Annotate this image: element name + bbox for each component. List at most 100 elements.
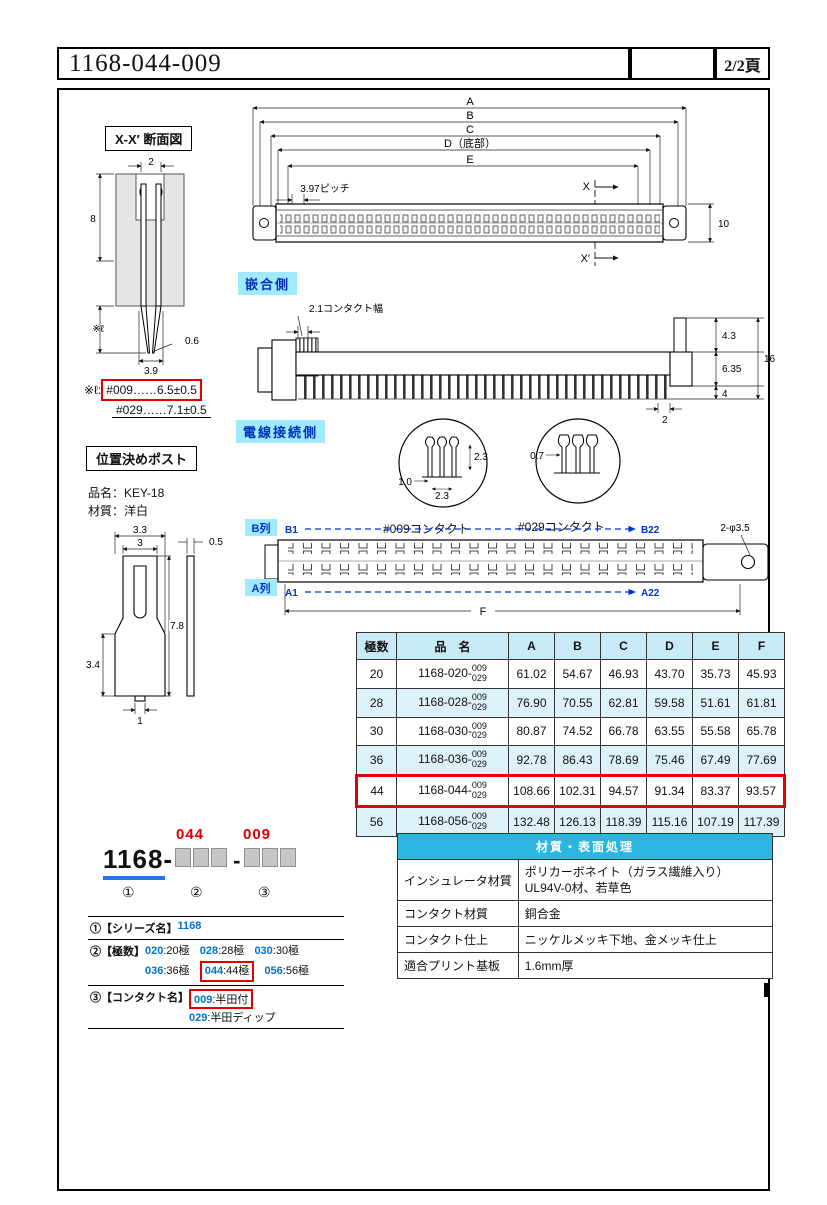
cell: 20 bbox=[356, 659, 397, 689]
contact-code: 009 bbox=[194, 994, 213, 1007]
dim-05-label: 0.5 bbox=[209, 537, 223, 548]
part-name: 1168-028- bbox=[418, 694, 472, 709]
page-title-part-number: 1168-044-009 bbox=[69, 49, 222, 77]
material-value: ニッケルメッキ下地、金メッキ仕上 bbox=[517, 926, 774, 954]
suffix-bottom: 029 bbox=[471, 730, 487, 741]
pole-code: 028 bbox=[199, 945, 219, 957]
cell: 65.78 bbox=[738, 716, 785, 747]
dim-d-label: D（底部） bbox=[444, 136, 496, 150]
material-value: 1.6mm厚 bbox=[517, 952, 774, 980]
suffix-bottom: 029 bbox=[471, 672, 487, 683]
material-label: インシュレータ材質 bbox=[397, 858, 519, 902]
cross-section-dim-lines bbox=[96, 162, 174, 365]
cell: 61.81 bbox=[738, 687, 785, 718]
dim-c-label: C bbox=[466, 124, 474, 136]
contact-029-label: #029コンタクト bbox=[518, 520, 605, 534]
col-header-poles: 極数 bbox=[356, 632, 397, 660]
material-value: ポリカーボネイト（ガラス繊維入り）UL94V-0材、若草色 bbox=[517, 858, 774, 902]
cross-section-drawing: 2 8 ※ℓ 0.6 3.9 bbox=[90, 157, 199, 376]
cell: 55.58 bbox=[692, 716, 739, 747]
contact-code: 029 bbox=[189, 1012, 208, 1025]
col-header-e: E bbox=[692, 632, 739, 660]
builder-base-text: 1168- bbox=[103, 844, 174, 874]
pole-item-highlighted: 044:44極 bbox=[199, 960, 255, 983]
length-note-009-row: ※ℓ:#009……6.5±0.5 bbox=[84, 379, 202, 401]
cell: 75.46 bbox=[646, 745, 693, 777]
c029-dim-label: 0.7 bbox=[530, 451, 544, 462]
top-view-dim-lines bbox=[252, 106, 714, 243]
suffix-bottom: 029 bbox=[471, 759, 487, 770]
dim-leg-width-label: 3.9 bbox=[144, 366, 158, 376]
dim-34-label: 3.4 bbox=[86, 660, 100, 671]
dim-43-label: 4.3 bbox=[722, 331, 736, 342]
row-b-label: B列 bbox=[252, 521, 271, 535]
legend-poles-row: ②【極数】 020:20極 028:28極 030:30極 036:36極 04… bbox=[88, 940, 344, 987]
col-header-a: A bbox=[508, 632, 555, 660]
cell: 44 bbox=[355, 774, 397, 808]
legend-contact-row: ③【コンタクト名】 009:半田付 029:半田ディップ bbox=[88, 986, 344, 1028]
material-row-contact-finish: コンタクト仕上 ニッケルメッキ下地、金メッキ仕上 bbox=[397, 926, 774, 954]
dim-33-label: 3.3 bbox=[133, 525, 147, 536]
cell: 70.55 bbox=[554, 687, 601, 718]
side-view-dim-lines bbox=[286, 316, 764, 413]
cell: 66.78 bbox=[600, 716, 647, 747]
builder-red-poles: 044 bbox=[176, 826, 205, 843]
cell: 80.87 bbox=[508, 716, 555, 747]
contact-detail-drawing: 1.0 2.3 2.3 0.7 bbox=[398, 418, 621, 508]
material-table-title: 材質・表面処理 bbox=[397, 833, 773, 860]
cell: 54.67 bbox=[554, 659, 601, 689]
builder-poles-boxes bbox=[175, 848, 229, 872]
dim-a-label: A bbox=[466, 96, 474, 108]
contact-desc: :半田付 bbox=[212, 994, 249, 1007]
dim-e-label: E bbox=[466, 154, 473, 166]
cell: 76.90 bbox=[508, 687, 555, 718]
contact-009-detail: 1.0 2.3 2.3 bbox=[398, 418, 488, 508]
cell: 115.16 bbox=[646, 805, 693, 837]
page-number: 2/2頁 bbox=[715, 47, 770, 80]
pole-desc: :20極 bbox=[163, 945, 190, 957]
top-view-drawing: A B C D（底部） E 3.97ピッチ X X′ 10 bbox=[252, 96, 730, 280]
row-b-label-bg bbox=[245, 519, 277, 536]
builder-underline bbox=[103, 876, 165, 880]
dim-f-label: F bbox=[480, 606, 487, 618]
pin-b1-label: B1 bbox=[285, 525, 298, 536]
legend-poles-line-1: 020:20極 028:28極 030:30極 bbox=[145, 945, 306, 957]
contact-desc: :半田ディップ bbox=[207, 1012, 276, 1025]
pole-desc: :28極 bbox=[218, 945, 245, 957]
part-name: 1168-044- bbox=[418, 783, 472, 798]
cell: 74.52 bbox=[554, 716, 601, 747]
mating-side-label: 嵌合側 bbox=[238, 272, 298, 295]
pin-b22-label: B22 bbox=[641, 525, 660, 536]
col-header-c: C bbox=[600, 632, 647, 660]
wire-side-label: 電線接続側 bbox=[236, 420, 326, 443]
dim-l-label: ※ℓ bbox=[92, 324, 104, 335]
dim-78-backing bbox=[169, 620, 185, 631]
length-note-029-row: #029……7.1±0.5 bbox=[112, 401, 211, 419]
dim-78-label: 7.8 bbox=[170, 621, 184, 632]
pole-desc: :30極 bbox=[272, 945, 300, 957]
dim-3-label: 3 bbox=[137, 538, 143, 549]
col-header-d: D bbox=[646, 632, 693, 660]
contact-029-detail: 0.7 bbox=[530, 418, 621, 504]
cell: 83.37 bbox=[692, 774, 739, 808]
col-header-name: 品 名 bbox=[396, 632, 509, 660]
post-product-name: 品名：KEY-18 bbox=[88, 486, 165, 500]
builder-circle-1: ① bbox=[122, 884, 135, 900]
cell: 63.55 bbox=[646, 716, 693, 747]
section-x-top-label: X bbox=[583, 181, 591, 193]
legend-poles-items: 020:20極 028:28極 030:30極 036:36極 044:44極 … bbox=[145, 943, 316, 983]
pole-desc: :36極 bbox=[163, 964, 190, 977]
cell: 94.57 bbox=[600, 774, 647, 808]
suffix-top: 009 bbox=[471, 749, 487, 760]
col-header-f: F bbox=[738, 632, 785, 660]
title-block-empty-cell bbox=[630, 47, 715, 80]
legend-poles-label: ②【極数】 bbox=[90, 946, 145, 958]
length-note-009: #009……6.5±0.5 bbox=[101, 379, 202, 401]
cell: 67.49 bbox=[692, 745, 739, 777]
